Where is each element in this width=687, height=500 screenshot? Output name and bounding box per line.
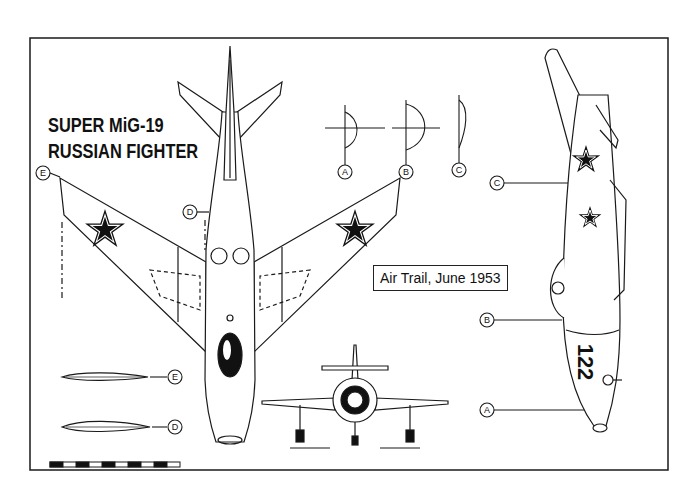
callout-letter: A bbox=[338, 165, 352, 179]
callout-letter: B bbox=[480, 313, 494, 327]
callout-letter: C bbox=[490, 176, 504, 190]
callout-letter: D bbox=[183, 205, 197, 219]
side-view bbox=[545, 49, 626, 432]
front-view bbox=[262, 345, 448, 448]
callout-letter: D bbox=[168, 420, 182, 434]
scale-bar bbox=[50, 462, 180, 467]
airfoil-sections bbox=[62, 373, 150, 432]
callout-letter: E bbox=[168, 370, 182, 384]
callout-letter: E bbox=[36, 166, 50, 180]
callout-letter: B bbox=[399, 165, 413, 179]
title-text: SUPER MiG-19 RUSSIAN FIGHTER bbox=[48, 112, 216, 164]
fuselage-number: 122 bbox=[573, 344, 597, 381]
callout-circles bbox=[36, 166, 584, 434]
section-stations bbox=[325, 95, 466, 179]
frame bbox=[30, 38, 668, 470]
callout-letter: C bbox=[452, 163, 466, 177]
source-caption: Air Trail, June 1953 bbox=[373, 265, 508, 291]
callout-letter: A bbox=[480, 403, 494, 417]
plan-view bbox=[50, 46, 400, 444]
